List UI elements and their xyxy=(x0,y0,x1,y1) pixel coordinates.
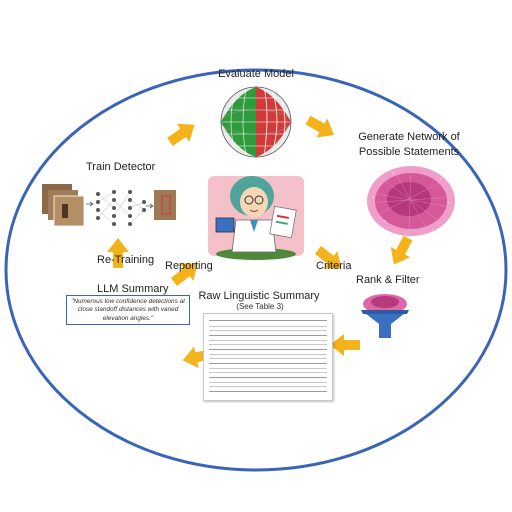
evaluation-sphere-icon xyxy=(220,86,292,158)
network-nodes xyxy=(96,190,146,226)
raw-summary-sublabel: (See Table 3) xyxy=(236,302,284,311)
retraining-label: Re-Training xyxy=(97,254,155,266)
arrow-train-to-evaluate xyxy=(163,115,201,152)
generate-network-label-2: Possible Statements xyxy=(358,146,460,158)
scientist-illustration xyxy=(208,176,304,260)
generate-network-label-1: Generate Network of xyxy=(358,131,460,143)
criteria-label: Criteria xyxy=(316,260,352,272)
raw-summary-table-thumbnail xyxy=(203,313,333,401)
training-images-stack xyxy=(42,184,85,227)
train-detector-label: Train Detector xyxy=(86,161,156,173)
rank-filter-funnel-icon xyxy=(361,294,409,338)
llm-summary-box: "Numerous low confidence detections at c… xyxy=(66,295,190,325)
detection-output-image xyxy=(154,190,176,220)
reporting-label: Reporting xyxy=(165,260,213,272)
llm-summary-quote: "Numerous low confidence detections at c… xyxy=(71,298,185,322)
evaluate-model-label: Evaluate Model xyxy=(218,68,294,80)
rank-filter-label: Rank & Filter xyxy=(356,274,420,286)
llm-summary-label: LLM Summary xyxy=(97,283,169,295)
detector-network-icon xyxy=(42,184,176,227)
raw-summary-label: Raw Linguistic Summary xyxy=(198,290,320,302)
arrow-evaluate-to-generate xyxy=(302,110,340,145)
statement-network-icon xyxy=(367,166,455,236)
